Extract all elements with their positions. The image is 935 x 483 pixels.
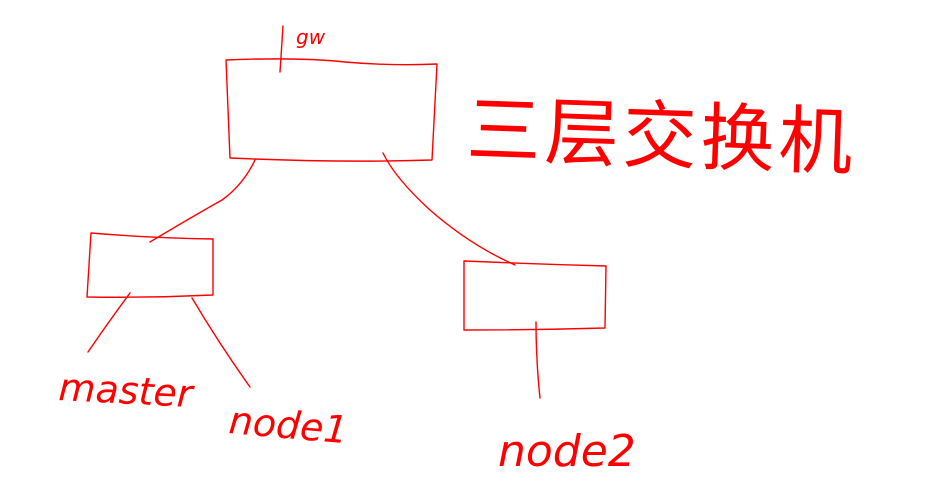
link-right-node2 <box>535 321 541 399</box>
right-node-box <box>463 260 607 331</box>
link-left-master <box>87 292 131 353</box>
leaf-label-node1: node1 <box>227 398 349 452</box>
top-switch-box: gw <box>225 25 438 162</box>
link-top-left <box>149 159 256 243</box>
link-left-node1 <box>191 297 251 388</box>
link-top-right <box>382 152 516 266</box>
leaf-label-node2: node2 <box>498 426 636 477</box>
top-switch-antenna <box>279 25 284 73</box>
top-switch-outline <box>225 58 438 162</box>
top-switch-label: gw <box>296 25 326 49</box>
leaf-label-master: master <box>58 365 196 416</box>
right-node-outline <box>463 260 607 331</box>
left-node-outline <box>86 232 214 298</box>
switch-annotation: 三层交换机 <box>465 87 858 187</box>
left-node-box <box>86 232 214 298</box>
